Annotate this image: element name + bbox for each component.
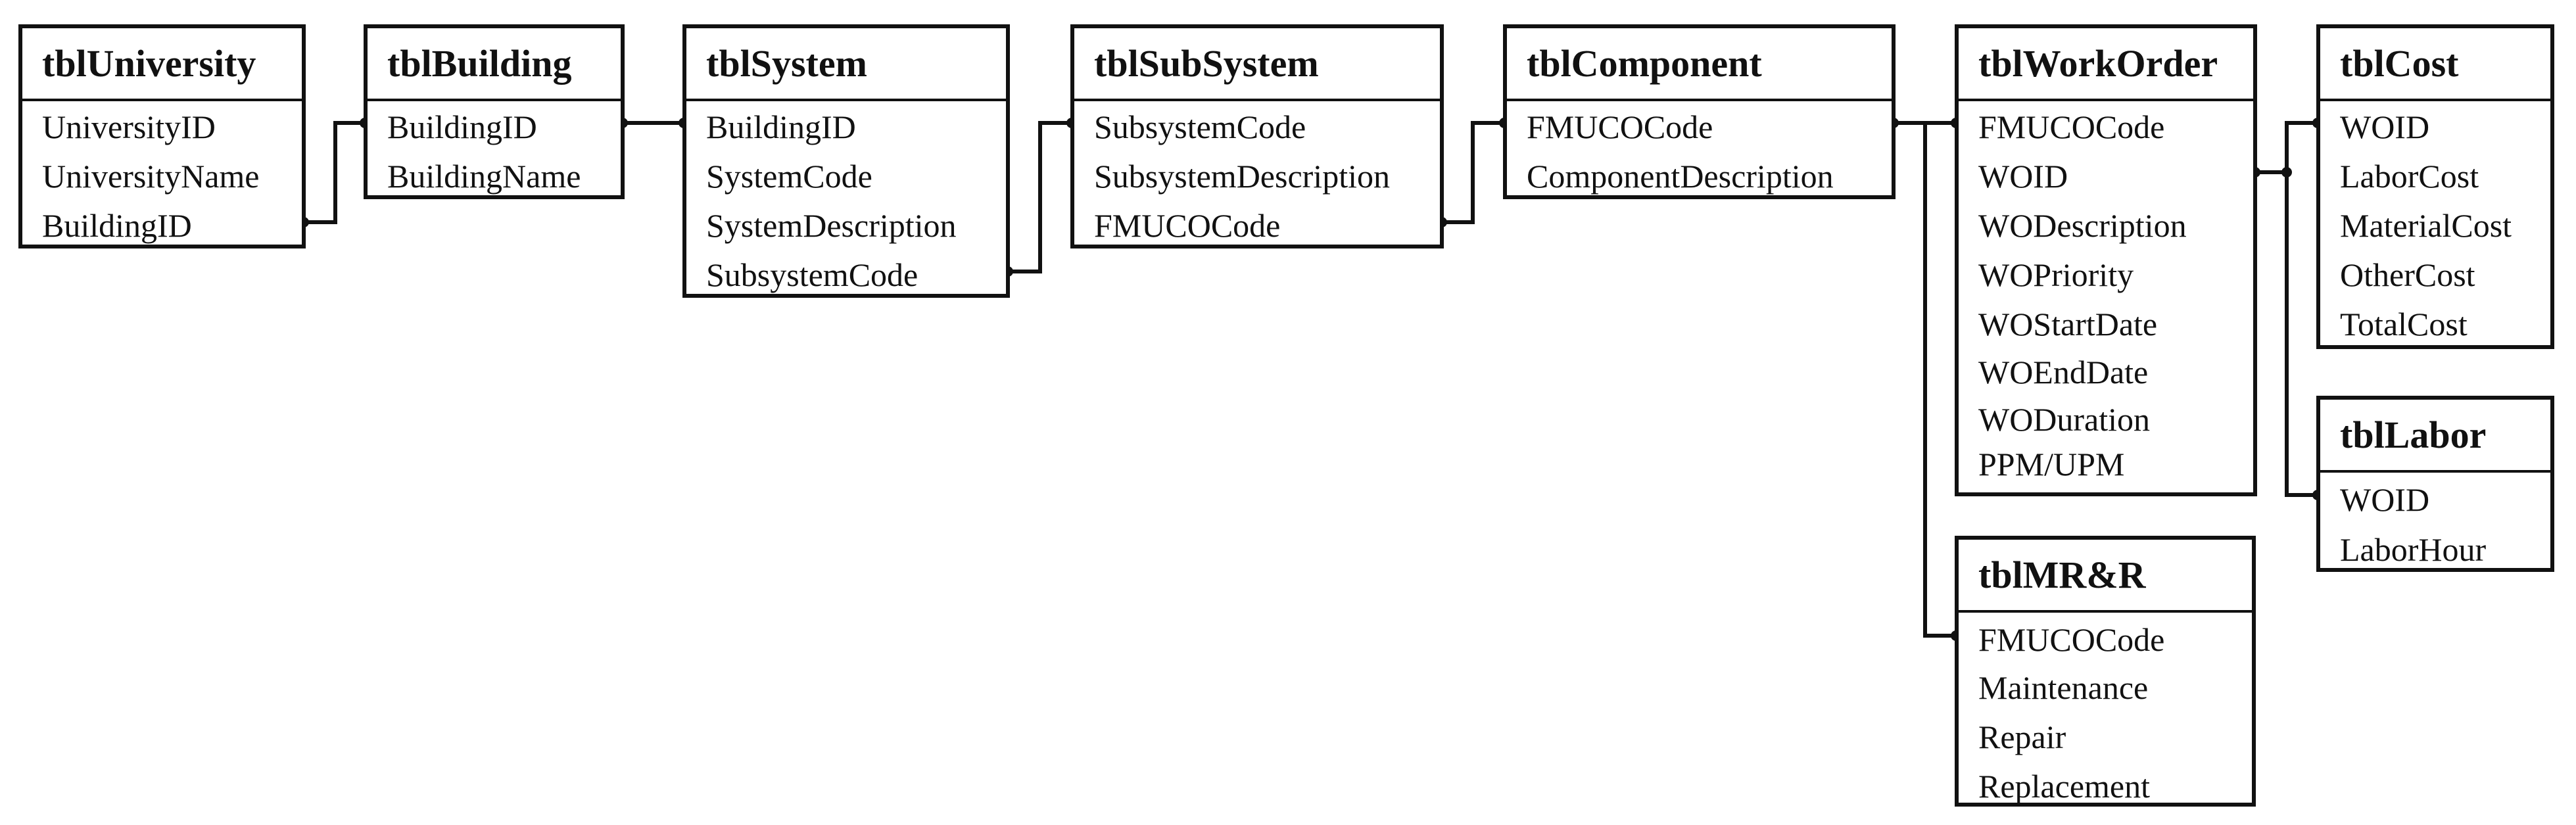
field-fmuco-code: FMUCOCode [1978, 108, 2165, 145]
field-replacement: Replacement [1978, 768, 2150, 805]
field-labor-cost: LaborCost [2340, 158, 2479, 195]
field-building-id: BuildingID [387, 108, 537, 145]
link-component-mrr [1923, 123, 1956, 638]
header-divider [1959, 610, 2252, 613]
field-woid: WOID [1978, 158, 2068, 195]
field-subsystem-description: SubsystemDescription [1094, 158, 1390, 195]
link-university-building [304, 121, 365, 224]
table-cost: tblCost WOID LaborCost MaterialCost Othe… [2316, 24, 2554, 349]
header-divider [2320, 99, 2550, 101]
field-total-cost: TotalCost [2340, 306, 2468, 342]
field-subsystem-code: SubsystemCode [1094, 108, 1306, 145]
field-repair: Repair [1978, 719, 2066, 755]
field-building-name: BuildingName [387, 158, 581, 195]
field-wo-start-date: WOStartDate [1978, 306, 2158, 342]
table-title: tblBuilding [387, 42, 572, 85]
header-divider [1074, 99, 1440, 101]
table-mrr: tblMR&R FMUCOCode Maintenance Repair Rep… [1955, 536, 2256, 807]
table-title: tblLabor [2340, 413, 2487, 456]
field-university-name: UniversityName [42, 158, 260, 195]
field-wo-duration: WODuration [1978, 401, 2151, 438]
field-fmuco-code: FMUCOCode [1094, 207, 1281, 244]
field-other-cost: OtherCost [2340, 256, 2475, 293]
table-title: tblWorkOrder [1978, 42, 2218, 85]
table-component: tblComponent FMUCOCode ComponentDescript… [1503, 24, 1896, 199]
field-subsystem-code: SubsystemCode [706, 256, 918, 293]
table-subsystem: tblSubSystem SubsystemCode SubsystemDesc… [1070, 24, 1444, 248]
table-title: tblSystem [706, 42, 867, 85]
field-fmuco-code: FMUCOCode [1978, 621, 2165, 658]
table-title: tblUniversity [42, 42, 256, 85]
field-fmuco-code: FMUCOCode [1527, 108, 1713, 145]
header-divider [1507, 99, 1892, 101]
field-university-id: UniversityID [42, 108, 216, 145]
table-workorder: tblWorkOrder FMUCOCode WOID WODescriptio… [1955, 24, 2257, 496]
link-subsystem-component [1442, 121, 1504, 224]
field-building-id: BuildingID [42, 207, 192, 244]
link-workorder-labor [2285, 172, 2318, 497]
table-title: tblSubSystem [1094, 42, 1319, 85]
link-workorder-cost [2255, 121, 2318, 174]
field-building-id: BuildingID [706, 108, 856, 145]
field-labor-hour: LaborHour [2340, 531, 2487, 568]
table-building: tblBuilding BuildingID BuildingName [364, 24, 625, 199]
header-divider [22, 99, 302, 101]
link-system-subsystem [1008, 121, 1072, 273]
field-component-description: ComponentDescription [1527, 158, 1834, 195]
header-divider [686, 99, 1006, 101]
table-title: tblMR&R [1978, 554, 2146, 596]
field-ppm-upm: PPM/UPM [1978, 446, 2125, 483]
field-maintenance: Maintenance [1978, 669, 2149, 706]
field-wo-end-date: WOEndDate [1978, 354, 2149, 390]
table-university: tblUniversity UniversityID UniversityNam… [18, 24, 306, 248]
table-labor: tblLabor WOID LaborHour [2316, 396, 2554, 572]
field-wo-priority: WOPriority [1978, 256, 2134, 293]
header-divider [2320, 470, 2550, 473]
table-system: tblSystem BuildingID SystemCode SystemDe… [682, 24, 1010, 298]
connector-dot [2281, 167, 2292, 177]
field-wo-description: WODescription [1978, 207, 2187, 244]
field-system-description: SystemDescription [706, 207, 957, 244]
header-divider [368, 99, 621, 101]
field-material-cost: MaterialCost [2340, 207, 2512, 244]
header-divider [1959, 99, 2253, 101]
table-title: tblCost [2340, 42, 2459, 85]
field-woid: WOID [2340, 108, 2430, 145]
field-woid: WOID [2340, 481, 2430, 518]
table-title: tblComponent [1527, 42, 1762, 85]
field-system-code: SystemCode [706, 158, 872, 195]
